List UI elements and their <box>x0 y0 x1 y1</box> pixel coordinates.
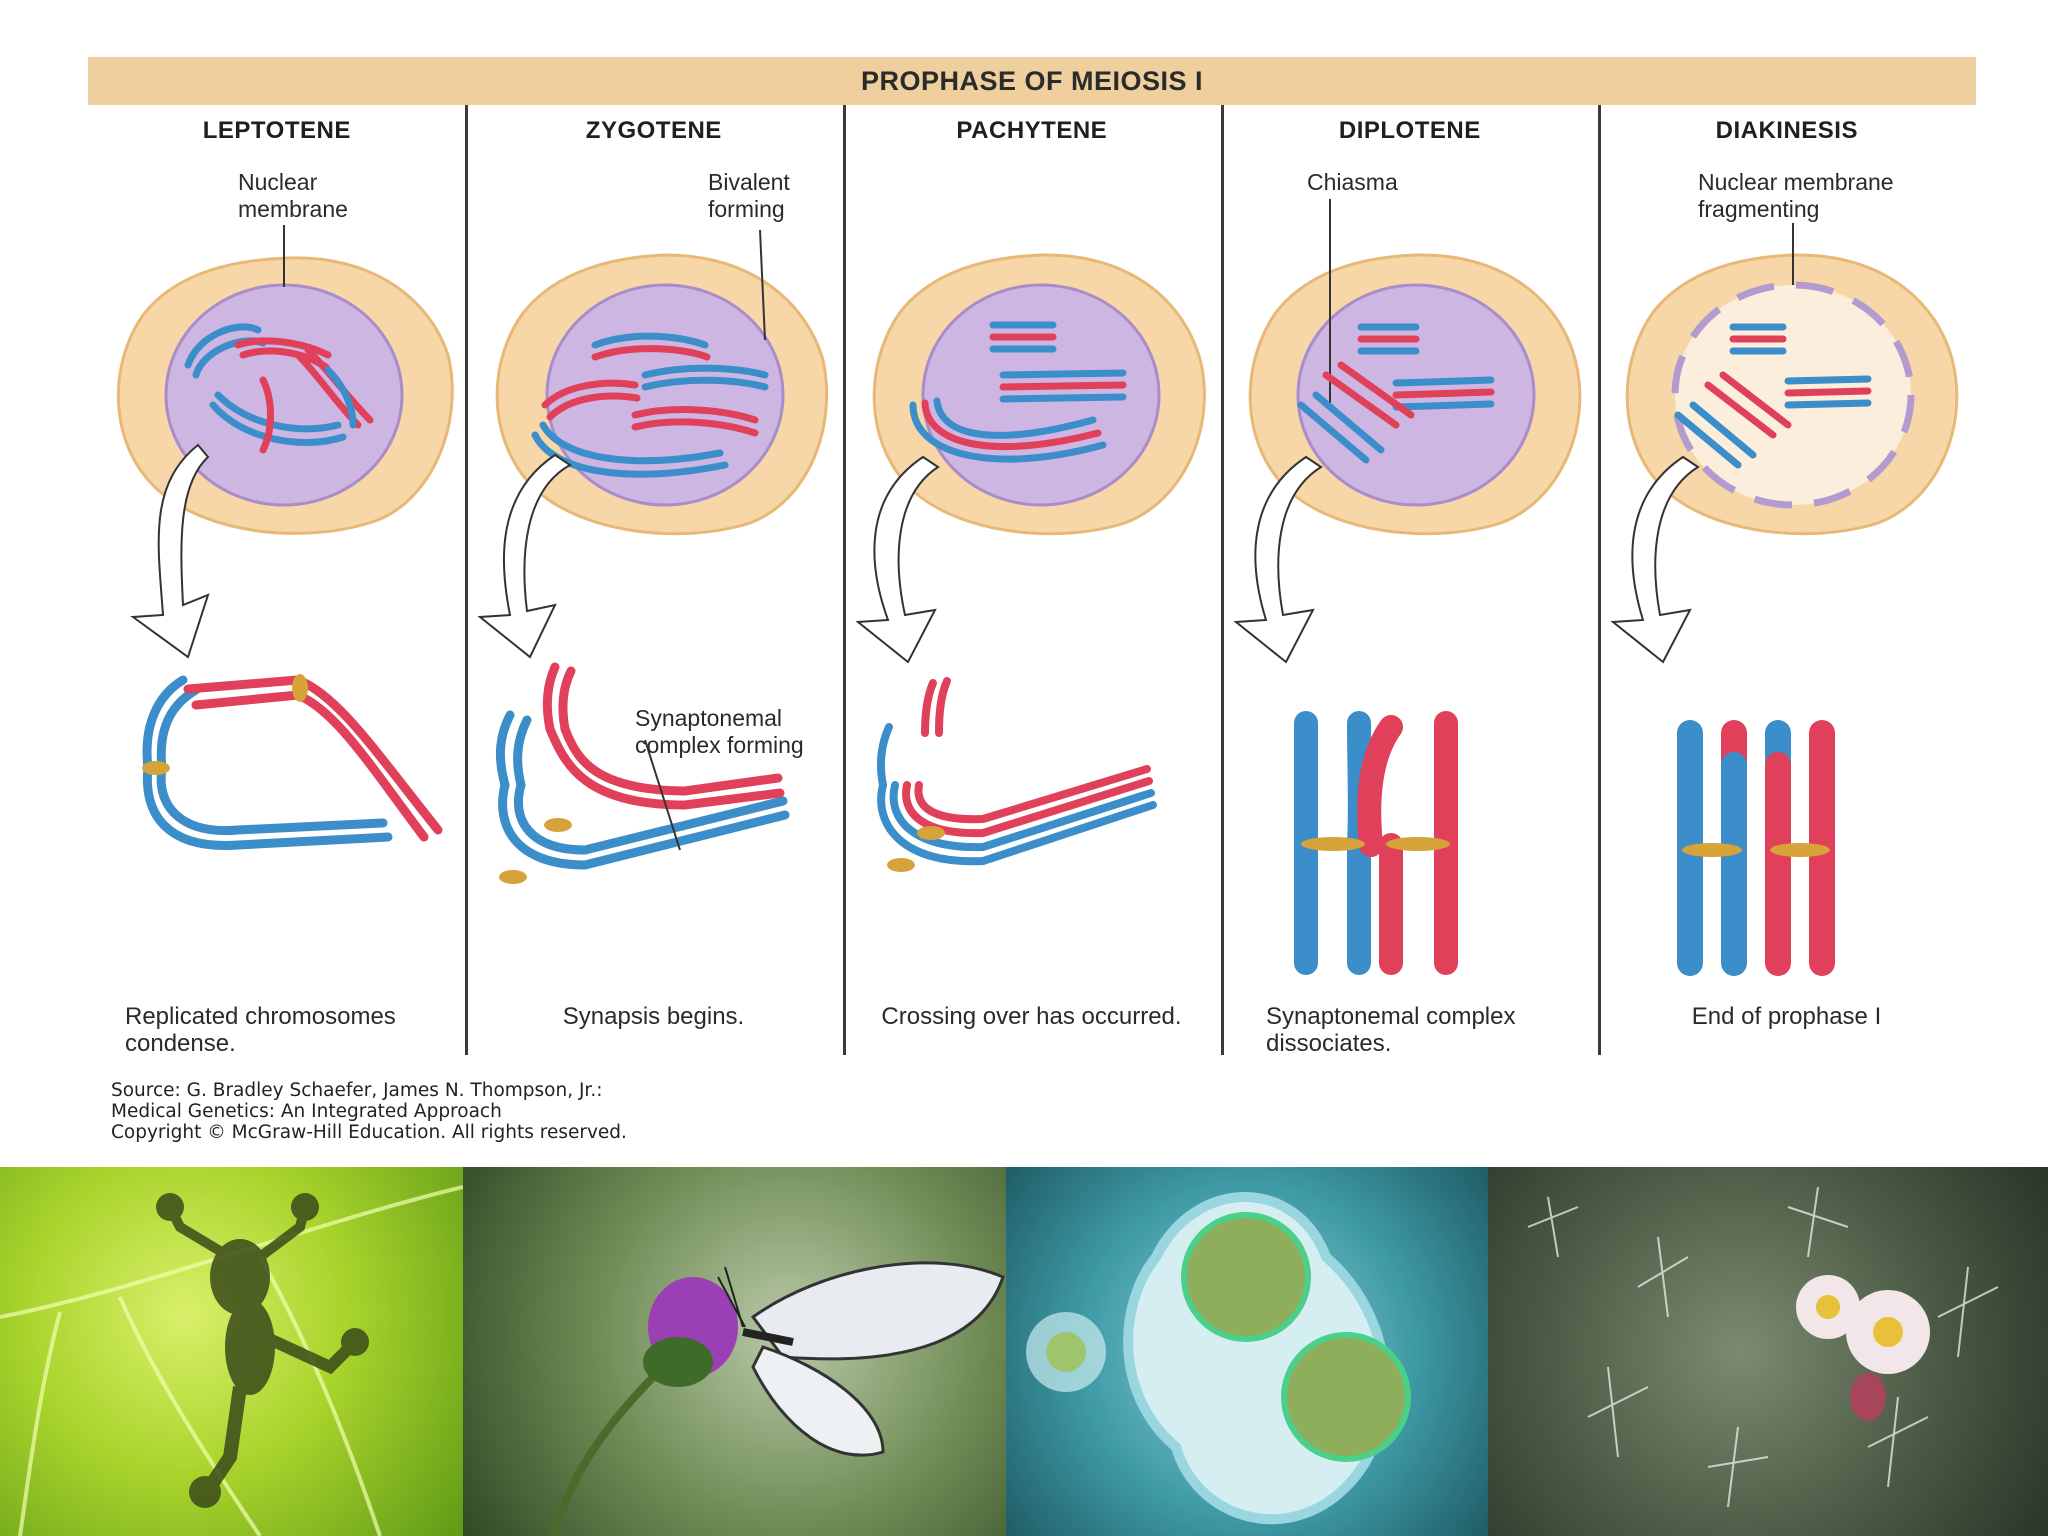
zoom-arrow <box>1610 455 1700 664</box>
source-line: Copyright © McGraw-Hill Education. All r… <box>111 1122 627 1143</box>
stage-diakinesis: DIAKINESIS Nuclear membrane fragmenting <box>1598 105 1976 1055</box>
centromere <box>292 674 308 702</box>
label-synaptonemal-complex-forming: Synaptonemal complex forming <box>635 705 804 759</box>
caption-line: Synapsis begins. <box>562 1003 745 1030</box>
zoom-arrow <box>855 455 940 664</box>
label-leader <box>759 229 766 341</box>
centromere <box>1770 843 1830 857</box>
zoom-arrow <box>1233 455 1323 664</box>
chromosomes <box>184 323 374 454</box>
caption-line: Replicated chromosomes <box>125 1003 396 1030</box>
chromosome-closeup <box>877 677 1157 866</box>
stage-caption: Synapsis begins. <box>465 1003 842 1030</box>
caption-line: End of prophase I <box>1691 1003 1882 1030</box>
label-line: membrane <box>238 196 348 222</box>
diplotene-illustration <box>1233 199 1582 975</box>
zoom-arrow <box>130 443 210 659</box>
centromere <box>544 818 572 832</box>
source-line: Medical Genetics: An Integrated Approach <box>111 1101 502 1122</box>
diagram-title-banner: PROPHASE OF MEIOSIS I <box>88 57 1976 105</box>
chromosomes <box>1674 323 1872 469</box>
stage-caption: End of prophase I <box>1598 1003 1975 1030</box>
label-line: Bivalent <box>708 169 790 195</box>
chromosomes <box>531 332 769 478</box>
label-line: fragmenting <box>1698 196 1820 222</box>
chromosome-closeup <box>142 675 443 850</box>
caption-line: Synaptonemal complex <box>1266 1003 1516 1030</box>
centromere <box>1386 837 1450 851</box>
source-credit: Source: G. Bradley Schaefer, James N. Th… <box>111 1080 627 1143</box>
label-line: Chiasma <box>1307 169 1398 195</box>
centromere <box>887 858 915 872</box>
photo-frog-on-leaf <box>0 1167 463 1536</box>
label-line: Nuclear membrane <box>1698 169 1894 195</box>
photo-butterfly-on-flower <box>463 1167 1006 1536</box>
centromere <box>1301 837 1365 851</box>
label-line: forming <box>708 196 785 222</box>
label-line: Synaptonemal <box>635 705 783 731</box>
label-line: Nuclear <box>238 169 318 195</box>
stage-caption: Replicated chromosomes condense. <box>125 1003 396 1057</box>
diagram-title: PROPHASE OF MEIOSIS I <box>860 65 1204 96</box>
stage-title: DIPLOTENE <box>1338 117 1481 144</box>
photo-strip <box>0 1167 2048 1536</box>
centromere <box>1682 843 1742 857</box>
chromosomes <box>1297 323 1495 464</box>
stage-diplotene: DIPLOTENE Chiasma <box>1221 105 1599 1057</box>
chromosomes <box>909 321 1127 463</box>
stage-divider <box>1598 105 1601 1055</box>
stage-title: ZYGOTENE <box>585 117 722 144</box>
stage-title: LEPTOTENE <box>202 117 351 144</box>
chromosome-closeup <box>1294 711 1458 975</box>
stage-divider <box>1221 105 1224 1055</box>
stage-title: DIAKINESIS <box>1715 117 1858 144</box>
label-line: complex forming <box>635 732 804 758</box>
dividing-cell-icon <box>1026 1192 1411 1525</box>
label-bivalent-forming: Bivalent forming <box>708 169 790 223</box>
chromosome-closeup <box>496 662 790 870</box>
centromere <box>917 826 945 840</box>
stage-divider <box>843 105 846 1055</box>
stage-zygotene: ZYGOTENE Bivalent forming <box>465 105 843 1055</box>
photo-cactus-flowers <box>1488 1167 2048 1536</box>
stages-panel: LEPTOTENE Nuclear membrane <box>88 105 1976 1057</box>
caption-line: dissociates. <box>1266 1030 1392 1057</box>
frog-silhouette-icon <box>0 1185 463 1536</box>
centromere <box>499 870 527 884</box>
zygotene-illustration <box>477 229 829 884</box>
stage-divider <box>465 105 468 1055</box>
label-chiasma: Chiasma <box>1307 169 1398 196</box>
label-nuclear-membrane: Nuclear membrane <box>238 169 348 223</box>
nucleus <box>164 283 404 507</box>
caption-line: Crossing over has occurred. <box>881 1003 1182 1030</box>
label-nuclear-membrane-fragmenting: Nuclear membrane fragmenting <box>1698 169 1894 223</box>
pachytene-illustration <box>855 253 1206 872</box>
photo-dividing-cell <box>1006 1167 1488 1536</box>
source-line: Source: G. Bradley Schaefer, James N. Th… <box>111 1080 603 1101</box>
stage-title: PACHYTENE <box>956 117 1108 144</box>
caption-line: condense. <box>125 1030 236 1057</box>
leptotene-illustration <box>116 225 454 850</box>
stage-leptotene: LEPTOTENE Nuclear membrane <box>88 105 466 1057</box>
cactus-flower-icon <box>1527 1186 1999 1508</box>
stage-caption: Crossing over has occurred. <box>843 1003 1220 1030</box>
centromere <box>142 761 170 775</box>
diakinesis-illustration <box>1610 223 1959 976</box>
zoom-arrow <box>477 453 572 659</box>
stage-caption: Synaptonemal complex dissociates. <box>1266 1003 1515 1057</box>
butterfly-icon <box>549 1261 1005 1536</box>
label-leader <box>644 739 681 851</box>
stage-pachytene: PACHYTENE <box>843 105 1221 1055</box>
